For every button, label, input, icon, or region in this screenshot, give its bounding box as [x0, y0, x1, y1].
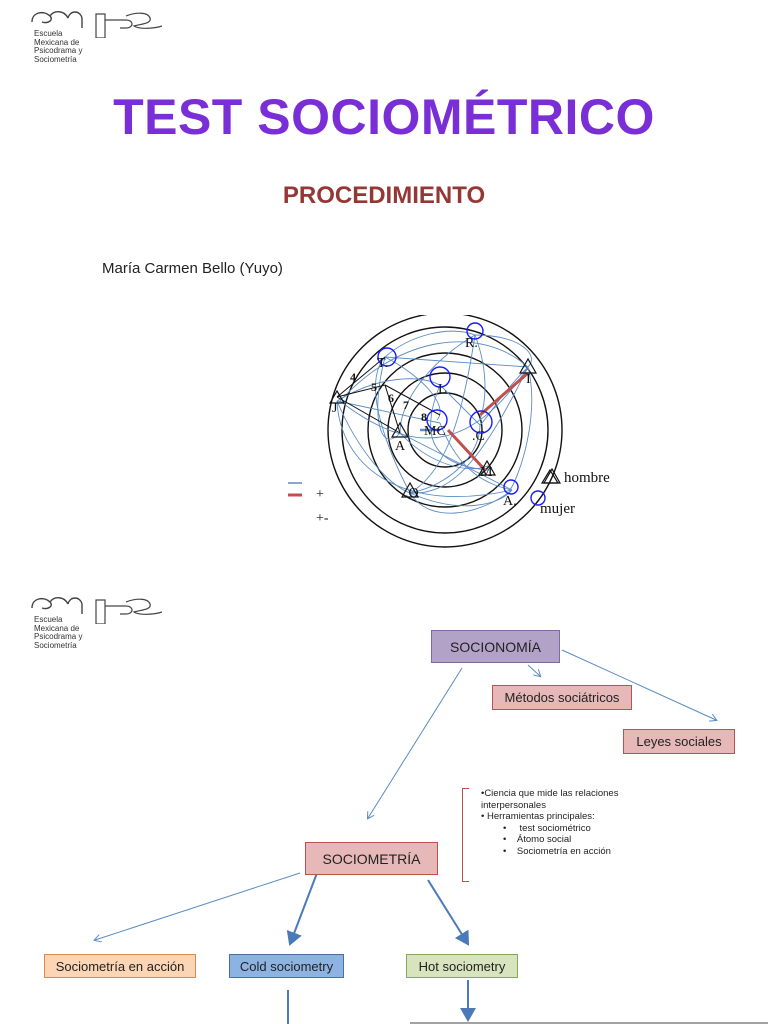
slide-gap: [0, 562, 768, 588]
note-line: •Ciencia que mide las relaciones: [481, 788, 619, 799]
socionomia-box: SOCIONOMÍA: [431, 630, 560, 663]
positive-lines: [446, 371, 529, 472]
logo-text-line: Escuela: [34, 615, 63, 624]
sociometria-box: SOCIOMETRÍA: [305, 842, 438, 875]
page-subtitle: PROCEDIMIENTO: [282, 182, 486, 209]
choice-number: 4: [350, 370, 356, 384]
concept-arrows: [0, 649, 768, 1024]
legend-hombre-icon: [540, 468, 560, 484]
note-item: • Átomo social: [503, 834, 572, 845]
logo-text-line: Psicodrama y: [34, 632, 83, 642]
note-item: • test sociométrico: [503, 822, 591, 834]
legend-hombre-label: hombre: [564, 470, 610, 486]
logo-text-line: Mexicana de: [34, 37, 80, 47]
metodos-label: Métodos sociátricos: [504, 690, 620, 705]
cold-label: Cold sociometry: [239, 958, 334, 974]
female-markers: [377, 322, 519, 495]
slide-1: Escuela Mexicana de Psicodrama y Sociome…: [30, 8, 655, 548]
cold-box: Cold sociometry: [229, 954, 344, 978]
leyes-box: Leyes sociales: [623, 729, 735, 754]
logo-mark-icon: [31, 597, 163, 624]
school-logo: Escuela Mexicana de Psicodrama y Sociome…: [30, 8, 170, 78]
choice-number: 5: [371, 380, 377, 394]
node-label: T.: [377, 356, 388, 371]
accion-box: Sociometría en acción: [44, 954, 196, 978]
logo-text-line: Sociometría: [34, 54, 77, 64]
sociometria-label: SOCIOMETRÍA: [322, 850, 421, 867]
male-icon: [400, 481, 420, 498]
legend-mujer-icon: [530, 490, 546, 506]
sociogram-diagram: R. T. L I J A MC .C M .O A. 4 5 6 7 8 ho…: [288, 315, 610, 548]
metodos-box: Métodos sociátricos: [492, 685, 632, 710]
hot-label: Hot sociometry: [418, 958, 506, 974]
female-icon: [429, 366, 451, 388]
legend-mujer-label: mujer: [540, 501, 575, 517]
slide-2: Escuela Mexicana de Psicodrama y Sociome…: [0, 588, 768, 1024]
choice-number: 7: [403, 398, 409, 412]
legend-plus-minus: +-: [316, 511, 329, 526]
legend-plus: +: [316, 487, 324, 502]
logo-text-line: Sociometría: [34, 640, 77, 650]
node-label: I: [526, 372, 531, 387]
ring-3: [341, 326, 549, 534]
arrow-line: [427, 879, 470, 946]
node-label: L: [438, 382, 447, 397]
female-icon: [469, 410, 493, 434]
female-icon: [503, 479, 519, 495]
author-name: María Carmen Bello (Yuyo): [102, 260, 283, 277]
node-label: .O: [405, 486, 419, 501]
node-label: J: [332, 401, 338, 416]
logo-text-line: Psicodrama y: [34, 46, 83, 56]
connection-lines: [336, 330, 533, 514]
ring-outer: [327, 315, 563, 548]
node-label: MC: [424, 424, 446, 439]
node-label: R.: [465, 336, 478, 351]
note-line: interpersonales: [481, 799, 546, 811]
socionomia-label: SOCIONOMÍA: [449, 638, 541, 655]
ring-2: [367, 352, 523, 508]
male-icon: [390, 421, 410, 438]
hot-box: Hot sociometry: [406, 954, 518, 978]
leyes-label: Leyes sociales: [636, 734, 722, 749]
choice-number: 8: [421, 410, 427, 424]
page-title: TEST SOCIOMÉTRICO: [113, 89, 655, 145]
note-item: • Sociometría en acción: [503, 845, 611, 857]
arrow-line: [286, 872, 318, 946]
node-label: .C: [472, 429, 485, 444]
logo-text-line: Escuela: [34, 29, 63, 38]
male-icon: [328, 389, 346, 404]
node-label: A.: [503, 494, 517, 509]
female-icon: [426, 409, 448, 431]
note-bracket: [462, 788, 469, 882]
male-icon: [477, 459, 497, 476]
female-icon: [466, 322, 484, 340]
arrow-line: [561, 649, 716, 720]
choice-number: 6: [388, 391, 394, 405]
arrow-line: [527, 664, 540, 676]
note-line: • Herramientas principales:: [481, 811, 595, 822]
arrow-line: [368, 667, 463, 818]
node-label: A: [395, 439, 406, 454]
ring-inner: [407, 392, 483, 468]
school-logo: Escuela Mexicana de Psicodrama y Sociome…: [30, 594, 170, 664]
definition-note: •Ciencia que mide las relaciones interpe…: [481, 788, 671, 857]
arrow-line: [95, 872, 301, 940]
logo-mark-icon: [31, 11, 163, 38]
selection-lines: [336, 356, 441, 434]
male-icon: [518, 357, 538, 374]
female-icon: [377, 347, 397, 367]
logo-text-line: Mexicana de: [34, 623, 80, 633]
accion-label: Sociometría en acción: [55, 958, 185, 974]
node-label: M: [480, 465, 493, 480]
